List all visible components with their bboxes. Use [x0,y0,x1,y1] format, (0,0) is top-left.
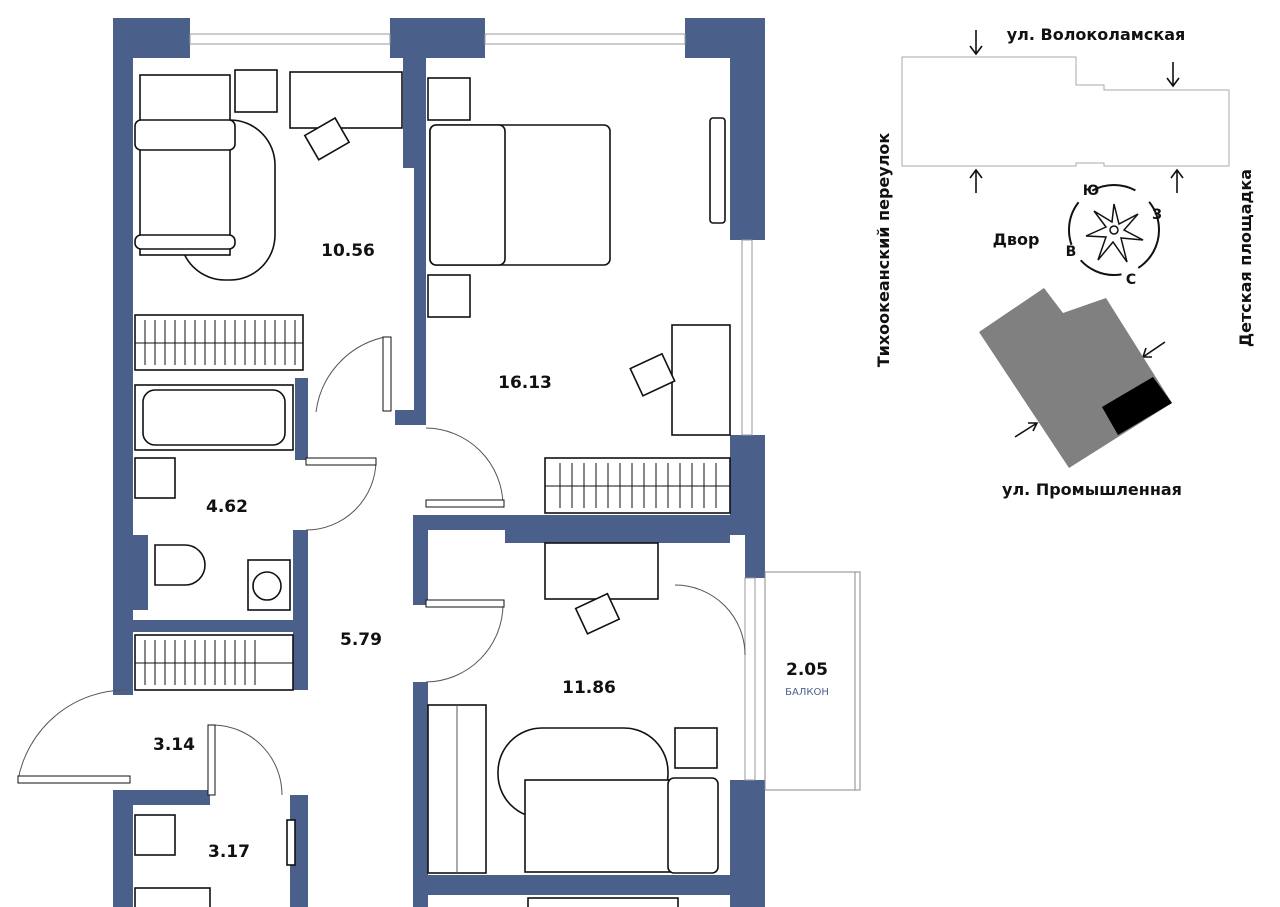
area-bathroom: 4.62 [206,497,248,517]
room-areas: 10.56 16.13 4.62 5.79 11.86 2.05 БАЛКОН … [153,241,829,862]
area-balcony: 2.05 [786,660,828,680]
yard-label: Двор [993,230,1040,249]
area-bedroom-3: 11.86 [562,678,616,698]
radiator-coils [135,320,730,685]
street-left: Тихоокеанский переулок [874,133,893,368]
compass-north: С [1126,272,1136,288]
furniture [134,69,731,907]
area-hallway: 5.79 [340,630,382,650]
apartment-location-marker [1102,377,1172,435]
area-toilet: 3.17 [208,842,250,862]
balcony [764,571,861,791]
compass-icon: Ю З В С [1066,183,1162,288]
building-footprint [979,288,1172,468]
area-entrance: 3.14 [153,735,195,755]
doors [17,336,746,796]
compass-east: В [1066,244,1077,260]
compass-south: Ю [1083,183,1099,199]
street-top: ул. Волоколамская [1007,25,1186,44]
neighbor-building-outline [901,56,1230,167]
street-right: Детская площадка [1236,169,1255,347]
area-bedroom-2: 16.13 [498,373,552,393]
street-bottom: ул. Промышленная [1002,480,1182,499]
area-bedroom-1: 10.56 [321,241,375,261]
balcony-label: БАЛКОН [785,687,829,698]
compass-west: З [1152,207,1162,223]
windows [189,33,756,781]
walls [113,18,765,907]
entrance-arrows [969,30,1184,438]
site-map: ул. Волоколамская ул. Промышленная Тихоо… [874,25,1255,499]
